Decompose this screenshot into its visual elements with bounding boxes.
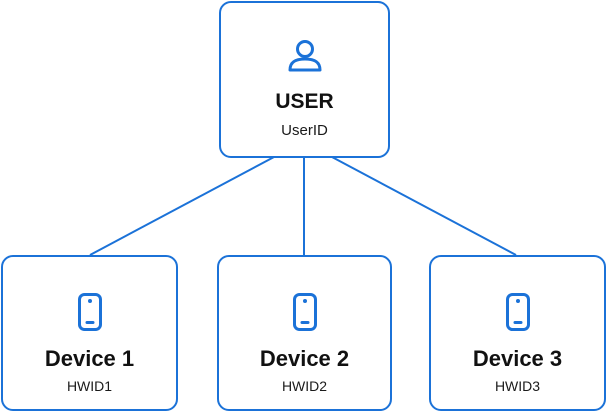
device-hwid: HWID3 bbox=[494, 378, 541, 394]
device-title: Device 1 bbox=[44, 346, 135, 371]
device-node-3[interactable]: Device 3 HWID3 bbox=[429, 255, 606, 411]
device-title: Device 2 bbox=[259, 346, 350, 371]
user-node-subtitle: UserID bbox=[281, 122, 328, 139]
smartphone-icon bbox=[292, 293, 317, 331]
user-icon bbox=[288, 40, 321, 72]
user-node-title: USER bbox=[275, 90, 334, 113]
device-node-2[interactable]: Device 2 HWID2 bbox=[217, 255, 392, 411]
device-hwid: HWID2 bbox=[281, 378, 328, 394]
smartphone-icon bbox=[505, 293, 530, 331]
user-node[interactable]: USER UserID bbox=[219, 1, 390, 158]
device-hwid: HWID1 bbox=[66, 378, 113, 394]
edge-user-device1 bbox=[89, 156, 275, 256]
smartphone-icon bbox=[77, 293, 102, 331]
device-node-1[interactable]: Device 1 HWID1 bbox=[1, 255, 178, 411]
device-title: Device 3 bbox=[472, 346, 563, 371]
edge-user-device3 bbox=[331, 156, 517, 256]
